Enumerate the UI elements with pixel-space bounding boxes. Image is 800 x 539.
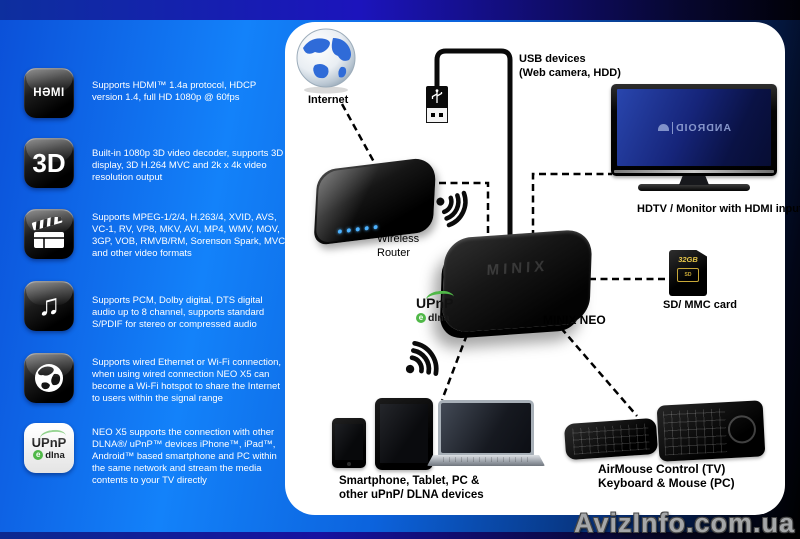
- feature-network-text: Supports wired Ethernet or Wi-Fi connect…: [92, 357, 282, 404]
- usb-plug-icon: [426, 86, 448, 123]
- dlna-logo-text: dlna: [45, 449, 65, 461]
- upnp-logo-text-diagram: UPnP: [416, 289, 455, 311]
- feature-video-formats: Supports MPEG-1/2/4, H.263/4, XVID, AVS,…: [24, 209, 286, 260]
- hdtv-stand-neck: [679, 176, 709, 185]
- wireless-router-label: Wireless Router: [377, 233, 420, 259]
- dlna-e-icon-diagram: e: [416, 313, 426, 323]
- 3d-icon: 3D: [24, 138, 74, 188]
- wifi-signal-icon-router: [436, 190, 468, 228]
- hdtv-silver-strip: [614, 170, 774, 173]
- hdtv-stand-base: [638, 184, 750, 191]
- top-navy-bar: [0, 0, 800, 20]
- upnp-dlna-icon: UPnP e dlna: [24, 423, 74, 473]
- feature-hdmi-text: Supports HDMI™ 1.4a protocol, HDCP versi…: [92, 80, 257, 103]
- airmouse-device: [563, 417, 659, 461]
- sd-card-chip: SD: [677, 268, 699, 282]
- dlna-logo: e dlna: [33, 450, 65, 461]
- site-watermark: AvizInfo.com.ua: [573, 508, 795, 538]
- usb-cable: [434, 48, 513, 238]
- line-minix-airmouse: [560, 327, 638, 417]
- usb-devices-label: USB devices (Web camera, HDD): [519, 53, 621, 79]
- keyboard-dpad: [727, 414, 757, 445]
- connection-lines: [340, 48, 665, 417]
- line-minix-hdtv: [531, 172, 612, 237]
- feature-network: Supports wired Ethernet or Wi-Fi connect…: [24, 353, 286, 405]
- minix-neo-label: MINIX NEO: [543, 313, 606, 327]
- globe-icon: [24, 353, 74, 403]
- dlna-logo-diagram: e dlna: [416, 312, 453, 324]
- hdtv-screen: ANDROID: [617, 89, 771, 166]
- hdtv-screen-text: ANDROID: [671, 121, 731, 134]
- feature-audio-text: Supports PCM, Dolby digital, DTS digital…: [92, 295, 265, 330]
- hdtv-device: ANDROID: [610, 84, 778, 191]
- music-note-glyph: ♫: [37, 289, 61, 322]
- feature-3d: 3D Built-in 1080p 3D video decoder, supp…: [24, 138, 286, 188]
- clapperboard-icon: [24, 209, 74, 259]
- line-router-minix: [416, 181, 490, 244]
- music-note-icon: ♫: [24, 281, 74, 331]
- wifi-signal-icon-minix: [405, 340, 439, 376]
- laptop-device: [427, 400, 545, 466]
- 3d-icon-label: 3D: [32, 147, 66, 178]
- hdmi-icon-label: HƏMI: [33, 87, 65, 99]
- line-internet-router: [340, 103, 376, 163]
- feature-upnp-dlna: UPnP e dlna NEO X5 supports the connecti…: [24, 423, 286, 487]
- sd-card-icon: 32GB SD: [669, 250, 707, 296]
- sd-card-capacity: 32GB: [678, 255, 698, 264]
- connection-diagram-panel: Internet USB devices (Web camera, HDD) W…: [285, 22, 800, 515]
- internet-globe-icon: [296, 28, 356, 94]
- dlna-e-icon: e: [33, 450, 44, 460]
- client-devices-label: Smartphone, Tablet, PC & other uPnP/ DLN…: [339, 475, 484, 501]
- sd-mmc-label: SD/ MMC card: [663, 299, 737, 311]
- router-leds: [337, 224, 378, 234]
- usb-plug-metal: [426, 108, 448, 123]
- tablet-device: [375, 398, 433, 470]
- feature-video-formats-text: Supports MPEG-1/2/4, H.263/4, XVID, AVS,…: [92, 212, 286, 259]
- feature-hdmi: HƏMI Supports HDMI™ 1.4a protocol, HDCP …: [24, 68, 286, 118]
- hdmi-icon: HƏMI: [24, 68, 74, 118]
- feature-audio: ♫ Supports PCM, Dolby digital, DTS digit…: [24, 281, 286, 331]
- android-robot-icon: [657, 124, 669, 131]
- hdtv-label: HDTV / Monitor with HDMI input: [637, 203, 800, 215]
- dlna-logo-text-diagram: dlna: [428, 312, 450, 324]
- internet-label: Internet: [308, 94, 349, 106]
- keyboard-device: [656, 400, 766, 462]
- minix-logo-text: MINIX: [486, 257, 549, 280]
- hdtv-frame: ANDROID: [611, 84, 777, 176]
- upnp-dlna-logos: UPnP e dlna: [416, 289, 455, 324]
- bottom-navy-bar: [0, 532, 800, 539]
- usb-plug-body: [426, 86, 448, 108]
- airmouse-keyboard-label: AirMouse Control (TV) Keyboard & Mouse (…: [598, 462, 735, 490]
- upnp-logo-text: UPnP: [32, 428, 66, 449]
- feature-upnp-dlna-text: NEO X5 supports the connection with othe…: [92, 427, 277, 486]
- line-minix-devices: [440, 323, 473, 401]
- smartphone-device: [332, 418, 366, 468]
- upnp-green-arc: [38, 428, 67, 445]
- feature-3d-text: Built-in 1080p 3D video decoder, support…: [92, 148, 284, 183]
